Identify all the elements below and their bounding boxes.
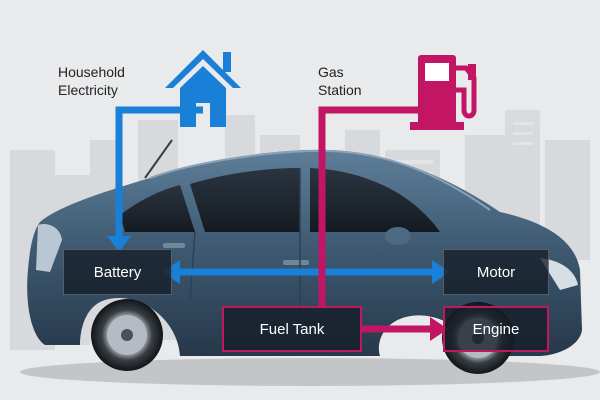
fuel-tank-label: Fuel Tank — [259, 320, 325, 338]
engine-arrowhead — [430, 317, 448, 341]
motor-label: Motor — [476, 263, 516, 281]
household-electricity-label: Household Electricity — [58, 64, 125, 98]
car-roofline — [149, 149, 491, 211]
car-door-handle-front — [283, 260, 309, 265]
household-to-battery-line — [115, 106, 203, 238]
fuel-tank-box: Fuel Tank — [222, 306, 362, 352]
car-door-handle — [163, 243, 185, 248]
car-mirror — [385, 227, 411, 245]
car — [27, 139, 582, 356]
car-front-window — [310, 168, 440, 232]
car-side-window — [190, 168, 300, 232]
fuel-flow — [318, 106, 448, 341]
rear-wheel — [91, 299, 163, 371]
battery-label: Battery — [93, 263, 142, 281]
car-rear-window — [120, 185, 195, 232]
gas-station-label: Gas Station — [318, 64, 362, 98]
fuel-pump-icon — [410, 55, 477, 130]
electric-flow — [107, 106, 450, 284]
car-door-line-rear — [189, 231, 196, 301]
car-headlamp — [540, 258, 578, 290]
gas-to-fuel-tank-line — [318, 106, 418, 306]
motor-box: Motor — [443, 249, 549, 295]
car-antenna — [144, 139, 173, 179]
battery-box: Battery — [63, 249, 172, 295]
engine-label: Engine — [472, 320, 520, 338]
motor-side-arrowhead — [432, 260, 450, 284]
car-rear-lamp — [36, 223, 62, 272]
engine-box: Engine — [443, 306, 549, 352]
battery-arrowhead — [107, 236, 131, 252]
